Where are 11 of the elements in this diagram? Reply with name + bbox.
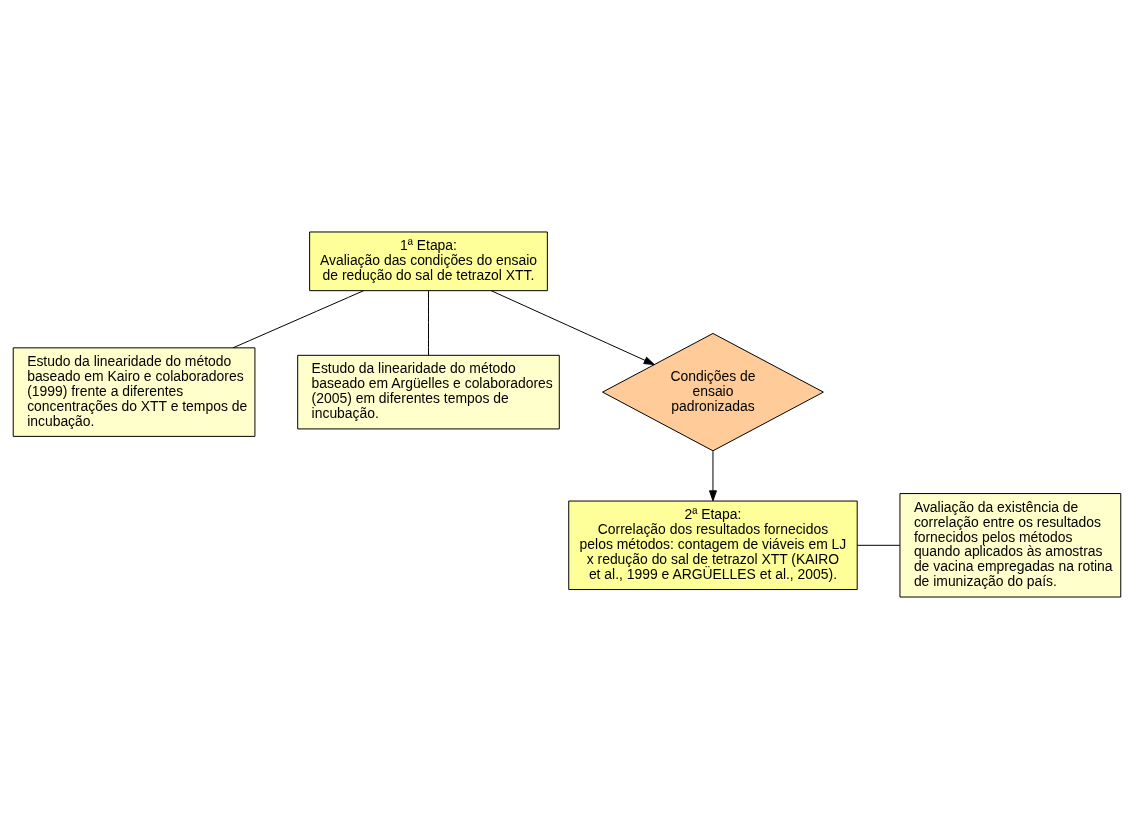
connector bbox=[428, 289, 429, 356]
connector bbox=[232, 289, 364, 348]
node-box: 1ª Etapa: Avaliação das condições do ensaio de redução do sal de tetrazol XTT. bbox=[309, 231, 548, 291]
node-box: 2ª Etapa: Correlação dos resultados fornecidos pelos métodos: contagem de viáveis em LJ x redução do sal de tetrazol XTT (KAIRO et al., 1999 e ARGÜELLES et al., 2005). bbox=[568, 500, 858, 590]
node-box: Estudo da linearidade do método baseado em Argüelles e colaboradores (2005) em diferentes tempos de incubação. bbox=[297, 354, 560, 429]
node-box: Estudo da linearidade do método baseado em Kairo e colaboradores (1999) frente a diferentes concentrações do XTT e tempos de incubação. bbox=[12, 346, 256, 437]
node-diamond: Condições de ensaio padronizadas bbox=[602, 332, 824, 451]
arrow bbox=[490, 289, 655, 365]
arrow bbox=[709, 450, 717, 501]
node-box: Avaliação da existência de correlação entre os resultados fornecidos pelos métodos quando aplicados às amostras de vacina empregadas na rotina de imunização do país. bbox=[899, 492, 1122, 597]
connector bbox=[856, 544, 901, 546]
